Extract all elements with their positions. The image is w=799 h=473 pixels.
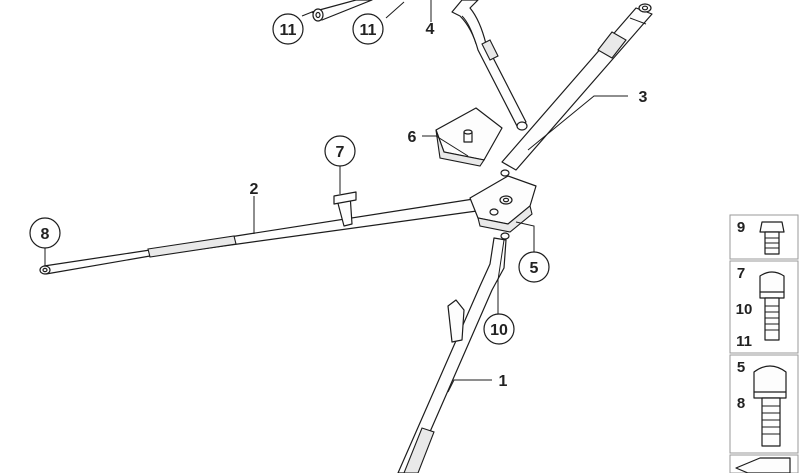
legend-panel-9: 9 <box>729 214 799 260</box>
label-6: 6 <box>408 129 417 146</box>
part-1-strut <box>397 232 510 473</box>
arrow-icon <box>735 457 791 473</box>
callout-7-label: 7 <box>336 144 345 161</box>
callout-5: 5 <box>518 251 550 283</box>
part-6-bracket <box>435 107 503 167</box>
bolt-icon-long <box>753 365 787 447</box>
callout-11a: 11 <box>272 13 304 45</box>
label-1: 1 <box>499 373 508 390</box>
part-3-strut <box>501 3 653 171</box>
callout-8-label: 8 <box>41 226 50 243</box>
callout-10: 10 <box>483 313 515 345</box>
legend-number-8: 8 <box>737 395 745 412</box>
callout-7: 7 <box>324 135 356 167</box>
central-node <box>469 169 537 233</box>
callout-5-label: 5 <box>530 260 539 277</box>
callout-11a-label: 11 <box>280 22 297 39</box>
leader-lines <box>44 0 628 393</box>
legend-panel-7-10-11: 7 10 11 <box>729 260 799 354</box>
legend-number-10: 10 <box>736 301 753 318</box>
bolt-icon-short <box>759 221 785 255</box>
legend-number-11: 11 <box>736 333 752 350</box>
legend-panel-5-8: 5 8 <box>729 354 799 454</box>
part-2-strut <box>39 191 485 275</box>
label-3: 3 <box>639 89 648 106</box>
legend-number-5: 5 <box>737 359 745 376</box>
part-11-tube <box>311 0 373 22</box>
legend-number-7: 7 <box>737 265 745 282</box>
part-4-strut <box>451 0 528 131</box>
legend-panel-arrow <box>729 454 799 473</box>
fastener-legend: 9 7 10 11 5 8 <box>729 214 799 473</box>
legend-number-9: 9 <box>737 219 745 236</box>
label-4: 4 <box>426 21 435 38</box>
callout-11b: 11 <box>352 13 384 45</box>
callout-8: 8 <box>29 217 61 249</box>
label-2: 2 <box>250 181 259 198</box>
callout-11b-label: 11 <box>360 22 377 39</box>
callout-10-label: 10 <box>490 322 508 339</box>
bolt-icon-medium <box>759 271 785 341</box>
